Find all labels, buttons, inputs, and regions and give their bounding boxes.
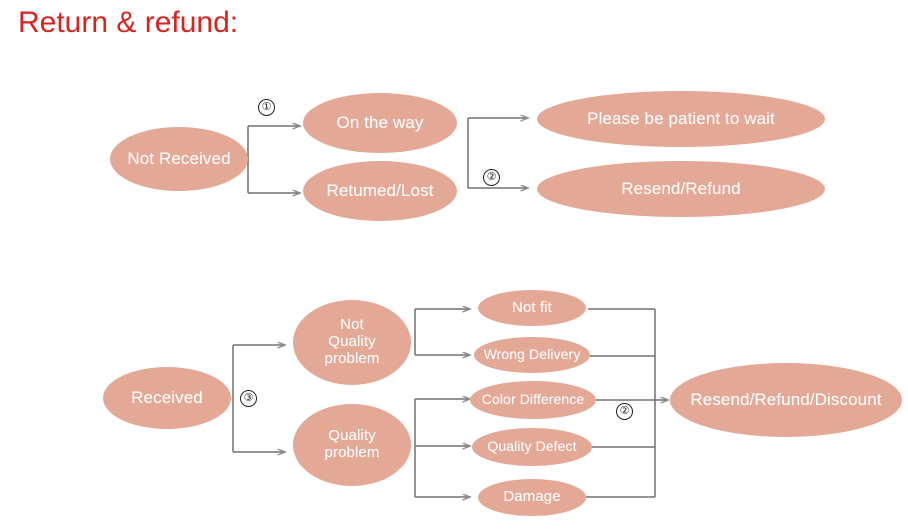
node-not-fit[interactable]: Not fit [478,290,586,326]
page-title: Return & refund: [18,6,239,39]
node-damage[interactable]: Damage [478,479,586,516]
node-quality-problem[interactable]: Quality problem [293,404,411,486]
node-received[interactable]: Received [103,367,231,429]
node-not-received[interactable]: Not Received [110,127,248,191]
badge-merge-2-top: ② [483,169,500,186]
badge-merge-2-bottom: ② [616,403,633,420]
node-quality-defect[interactable]: Quality Defect [472,428,592,466]
badge-branch-3: ③ [240,390,257,407]
node-please-be-patient-to-wait[interactable]: Please be patient to wait [537,91,825,147]
node-returned-lost[interactable]: Retumed/Lost [303,161,457,221]
node-color-difference[interactable]: Color Difference [470,381,596,419]
node-wrong-delivery[interactable]: Wrong Delivery [474,337,590,373]
node-on-the-way[interactable]: On the way [303,93,457,153]
node-resend-refund[interactable]: Resend/Refund [537,161,825,217]
node-not-quality-problem[interactable]: Not Quality problem [293,300,411,385]
badge-branch-1: ① [258,99,275,116]
node-resend-refund-discount[interactable]: Resend/Refund/Discount [670,363,902,437]
